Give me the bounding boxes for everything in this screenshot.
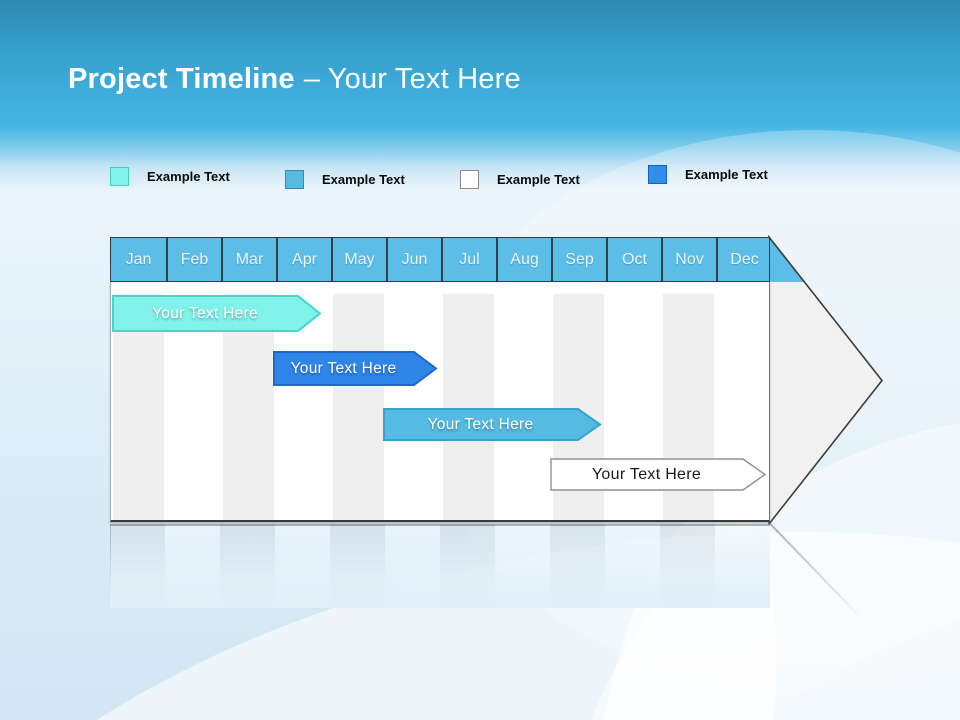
- timeline-arrow-shape: [768, 235, 884, 525]
- month-header-cell: Mar: [221, 238, 276, 281]
- month-header-cell: Dec: [716, 238, 771, 281]
- bar-arrow-shape: [273, 351, 438, 386]
- bar-arrow-shape: [550, 458, 767, 491]
- month-header-cell: May: [331, 238, 386, 281]
- title-placeholder-text: – Your Text Here: [303, 63, 521, 95]
- legend-label: Example Text: [685, 167, 768, 182]
- bar-arrow-shape: [383, 408, 602, 441]
- month-header-cell: Jun: [386, 238, 441, 281]
- legend-item-cyan[interactable]: Example Text: [110, 167, 230, 186]
- legend-label: Example Text: [322, 172, 405, 187]
- bar-label: Your Text Here: [290, 359, 397, 377]
- month-header-row: Jan Feb Mar Apr May Jun Jul Aug Sep Oct …: [110, 237, 770, 282]
- month-header-cell: Aug: [496, 238, 551, 281]
- reflection-left-line: [110, 524, 111, 600]
- background-top-gradient: [0, 0, 960, 200]
- table-reflection: [110, 524, 770, 608]
- month-header-cell: Jan: [125, 250, 152, 268]
- month-header-cell: Apr: [276, 238, 331, 281]
- month-header-cell: Nov: [661, 238, 716, 281]
- bar-label: Your Text Here: [427, 415, 534, 433]
- legend-item-blue[interactable]: Example Text: [648, 165, 768, 184]
- timeline-bar-1[interactable]: Your Text Here: [112, 295, 322, 332]
- timeline-bar-3[interactable]: Your Text Here: [383, 408, 602, 441]
- legend-item-skyblue[interactable]: Example Text: [285, 170, 405, 189]
- timeline-bar-4[interactable]: Your Text Here: [550, 458, 767, 491]
- legend-swatch-cyan: [110, 167, 129, 186]
- legend-swatch-skyblue: [285, 170, 304, 189]
- month-column-stripe: [333, 294, 384, 520]
- month-header-cell: Sep: [551, 238, 606, 281]
- month-header-cell: Feb: [166, 238, 221, 281]
- month-column-stripe: [443, 294, 494, 520]
- bar-label: Your Text Here: [591, 465, 702, 483]
- month-header-cell: Jul: [441, 238, 496, 281]
- timeline-bar-2[interactable]: Your Text Here: [273, 351, 438, 386]
- legend-swatch-blue: [648, 165, 667, 184]
- month-header-cell: Oct: [606, 238, 661, 281]
- legend-label: Example Text: [497, 172, 580, 187]
- legend-label: Example Text: [147, 169, 230, 184]
- legend-item-white[interactable]: Example Text: [460, 170, 580, 189]
- bar-arrow-shape: [112, 295, 322, 332]
- slide-title[interactable]: Project Timeline– Your Text Here: [68, 60, 521, 98]
- legend-swatch-white: [460, 170, 479, 189]
- title-main-text: Project Timeline: [68, 63, 295, 95]
- bar-label: Your Text Here: [152, 304, 258, 322]
